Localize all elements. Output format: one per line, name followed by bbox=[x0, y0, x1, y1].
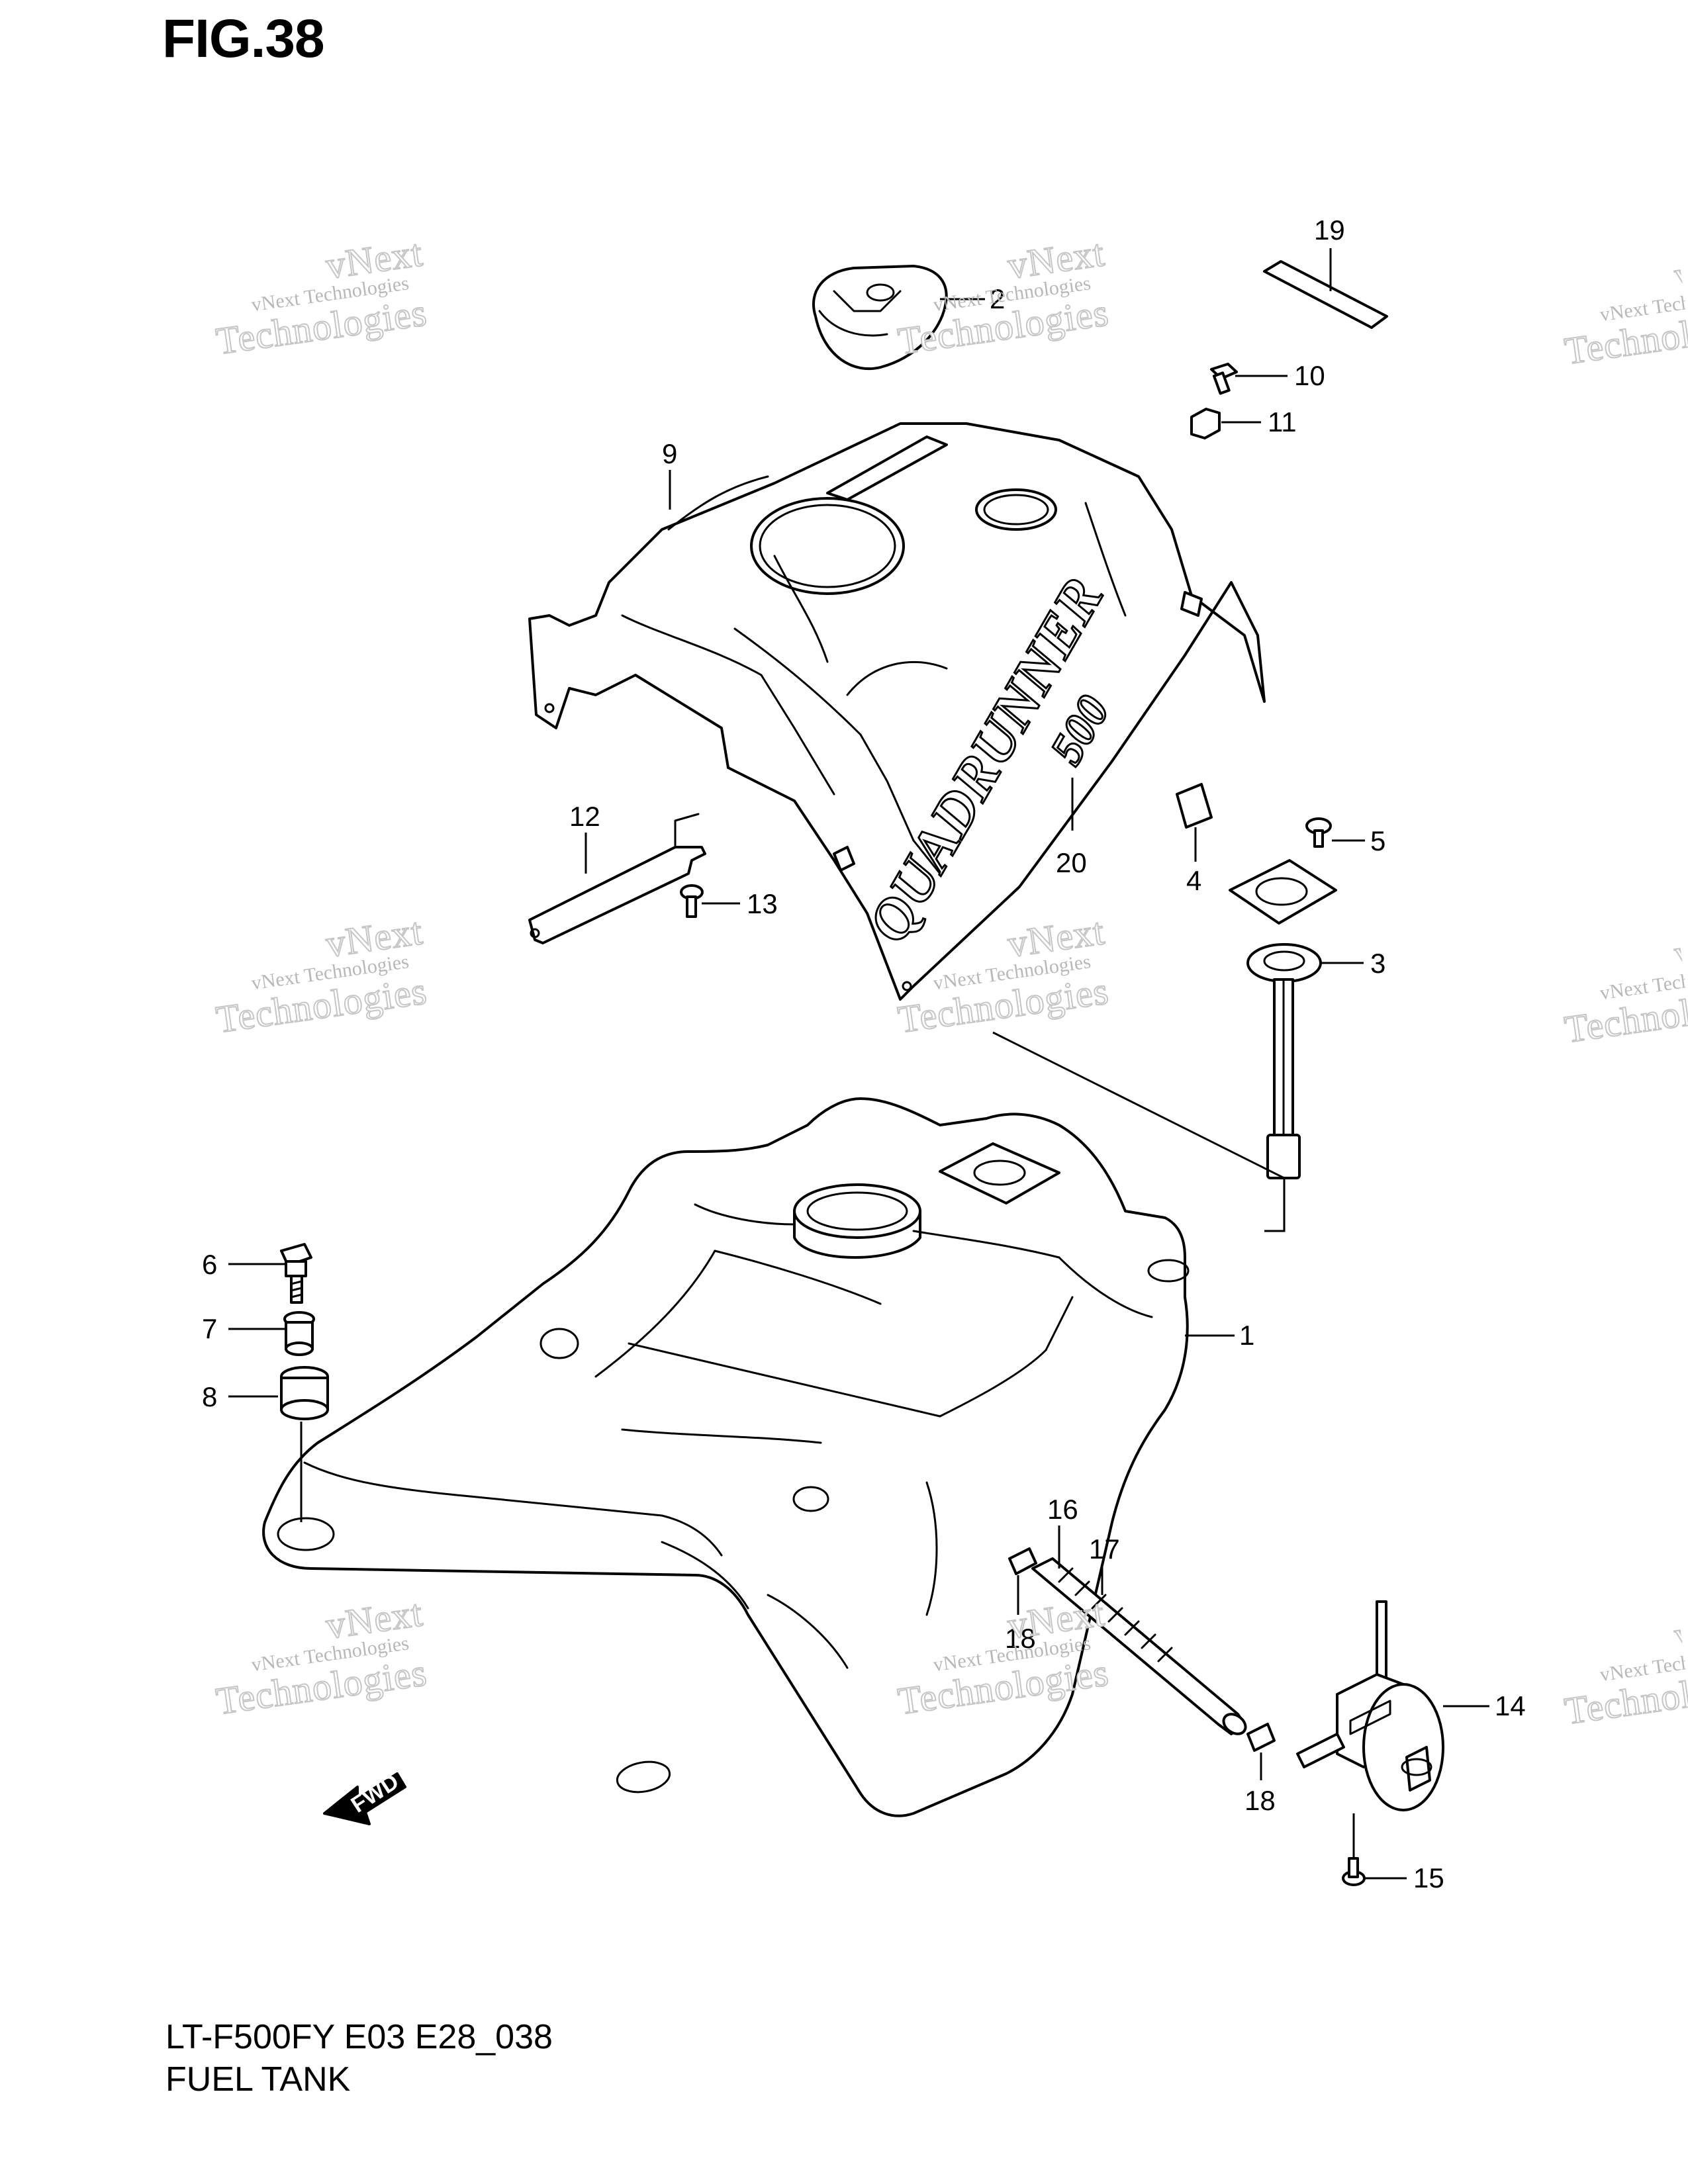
callout-9: 9 bbox=[662, 438, 677, 469]
callout-1: 1 bbox=[1239, 1320, 1254, 1351]
part-8-grommet bbox=[228, 1366, 329, 1522]
callout-18-lower: 18 bbox=[1244, 1785, 1276, 1816]
callout-20: 19 bbox=[1314, 214, 1345, 246]
callout-5: 5 bbox=[1370, 825, 1385, 856]
part-10-bolt bbox=[1210, 363, 1288, 395]
part-7-collar bbox=[228, 1311, 315, 1356]
callout-13: 13 bbox=[747, 888, 778, 919]
callout-14: 14 bbox=[1495, 1690, 1526, 1721]
part-15-screw bbox=[1342, 1813, 1407, 1886]
part-9-tank-cover: QUADRUNNER 500 bbox=[528, 422, 1266, 1001]
callout-19: 20 bbox=[1056, 847, 1087, 878]
callout-7: 7 bbox=[202, 1313, 217, 1344]
part-11-nut bbox=[1190, 408, 1261, 439]
part-18-clamp-upper bbox=[1008, 1547, 1037, 1615]
callout-8: 8 bbox=[202, 1381, 217, 1412]
part-17-hose bbox=[1031, 1525, 1247, 1735]
callout-18-upper: 18 bbox=[1005, 1623, 1036, 1654]
section-name: FUEL TANK bbox=[165, 2060, 351, 2099]
part-3-fuel-gauge bbox=[992, 859, 1364, 1232]
callout-labels: 19 2 10 11 9 12 20 4 5 13 3 6 1 7 8 16 1… bbox=[202, 214, 1526, 1893]
callout-3: 3 bbox=[1370, 948, 1385, 979]
part-4-label bbox=[1176, 783, 1213, 862]
callout-11: 11 bbox=[1268, 406, 1297, 437]
callout-15: 15 bbox=[1413, 1862, 1444, 1893]
part-5-screw bbox=[1305, 817, 1365, 848]
part-14-fuel-valve bbox=[1296, 1600, 1489, 1811]
part-12-bracket bbox=[528, 813, 706, 944]
callout-2: 2 bbox=[990, 283, 1005, 314]
callout-16: 16 bbox=[1047, 1494, 1078, 1525]
part-18-clamp-lower bbox=[1246, 1723, 1276, 1780]
model-code: LT-F500FY E03 E28_038 bbox=[165, 2018, 553, 2056]
part-2-fuel-cap bbox=[812, 265, 985, 371]
part-6-bolt bbox=[228, 1243, 312, 1304]
fwd-arrow-icon: FWD bbox=[323, 1769, 406, 1825]
callout-6: 6 bbox=[202, 1249, 217, 1280]
part-1-fuel-tank bbox=[262, 1097, 1235, 1817]
callout-12: 12 bbox=[569, 801, 600, 832]
part-13-bolt bbox=[680, 884, 740, 918]
figure-title: FIG.38 bbox=[162, 9, 325, 69]
part-20-strip bbox=[1263, 248, 1388, 329]
callout-10: 10 bbox=[1294, 360, 1325, 391]
callout-4: 4 bbox=[1186, 865, 1201, 896]
callout-17: 17 bbox=[1089, 1533, 1120, 1565]
